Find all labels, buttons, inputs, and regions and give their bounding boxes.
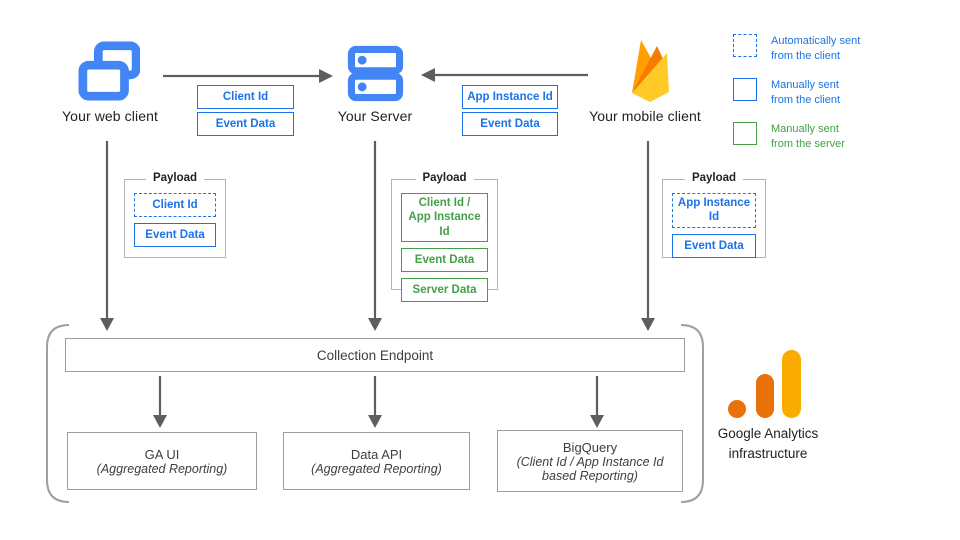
payload-item-client-id: Client Id [134,193,216,217]
bracket-right [680,324,704,503]
output-title: BigQuery [562,439,618,455]
payload-web-client: Payload Client Id Event Data [124,172,226,258]
tag-event-data: Event Data [197,112,294,136]
legend-label: Manually sent from the client [771,79,841,106]
firebase-icon [632,40,669,102]
arrow-endpoint-to-bigquery [590,376,604,428]
web-client-label: Your web client [62,108,158,124]
tag-event-data: Event Data [462,112,558,136]
payload-item-app-instance-id: App Instance Id [672,193,756,228]
legend-item-manual-client: Manually sent from the client [733,78,840,108]
ga-infrastructure-caption: Google Analytics infrastructure [717,426,819,461]
payload-item-server-data: Server Data [401,278,488,303]
legend-label: Manually sent from the server [771,123,845,150]
bracket-left [46,324,70,503]
output-bigquery-box: BigQuery (Client Id / App Instance Id ba… [497,430,683,492]
web-client-icon [78,41,140,101]
legend-swatch-dashed-blue [733,34,757,57]
payload-mobile-client: Payload App Instance Id Event Data [662,172,766,258]
payload-server: Payload Client Id / App Instance Id Even… [391,172,498,303]
output-data-api-box: Data API (Aggregated Reporting) [283,432,470,490]
payload-item-client-or-app-id: Client Id / App Instance Id [401,193,488,243]
output-subtitle: (Aggregated Reporting) [96,461,228,476]
legend-item-auto-client: Automatically sent from the client [733,34,860,64]
payload-item-event-data: Event Data [134,223,216,247]
arrow-server-to-endpoint [368,141,382,331]
legend-label: Automatically sent from the client [771,35,861,62]
arrow-mobile-to-endpoint [641,141,655,331]
arrow-web-to-server [163,69,333,83]
server-icon [347,45,404,102]
output-title: Data API [350,446,403,462]
collection-endpoint-box: Collection Endpoint [65,338,685,372]
payload-item-event-data: Event Data [672,233,756,258]
mobile-client-label: Your mobile client [589,108,701,124]
output-subtitle: (Aggregated Reporting) [311,461,442,476]
collection-endpoint-label: Collection Endpoint [316,347,434,363]
legend-swatch-solid-green [733,122,757,145]
payload-item-event-data: Event Data [401,248,488,273]
payload-title: Payload [415,172,474,184]
tag-client-id: Client Id [197,85,294,109]
server-label: Your Server [337,108,413,124]
output-ga-ui-box: GA UI (Aggregated Reporting) [67,432,257,490]
legend-item-manual-server: Manually sent from the server [733,122,845,152]
arrow-endpoint-to-dataapi [368,376,382,428]
payload-title: Payload [145,172,205,184]
output-subtitle: (Client Id / App Instance Id based Repor… [516,454,664,483]
web-to-server-tags: Client Id Event Data [197,85,294,139]
output-title: GA UI [144,446,180,462]
arrow-web-to-endpoint [100,141,114,331]
mobile-to-server-tags: App Instance Id Event Data [462,85,558,139]
payload-title: Payload [684,172,744,184]
arrow-mobile-to-server [421,68,588,82]
legend-swatch-solid-blue [733,78,757,101]
tag-app-instance-id: App Instance Id [462,85,558,109]
google-analytics-logo [728,350,801,418]
arrow-endpoint-to-gaui [153,376,167,428]
